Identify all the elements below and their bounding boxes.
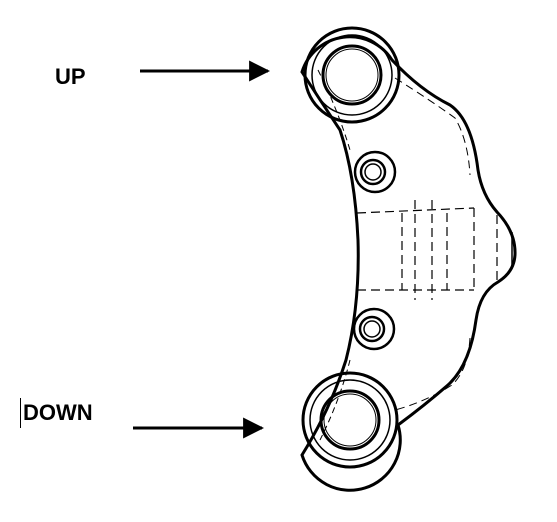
center-rib-hidden-lines [356, 200, 498, 300]
bottom-bore [301, 371, 399, 469]
text-cursor-mark [20, 398, 21, 428]
lower-bolt-hole [352, 307, 396, 351]
bracket-outline [300, 35, 517, 492]
bracket-inner-inset [317, 69, 351, 441]
top-bore [303, 26, 401, 124]
up-label: UP [55, 64, 86, 89]
bracket-hidden-edge [394, 77, 471, 411]
down-label: DOWN [23, 400, 93, 425]
upper-bolt-hole [353, 150, 397, 194]
